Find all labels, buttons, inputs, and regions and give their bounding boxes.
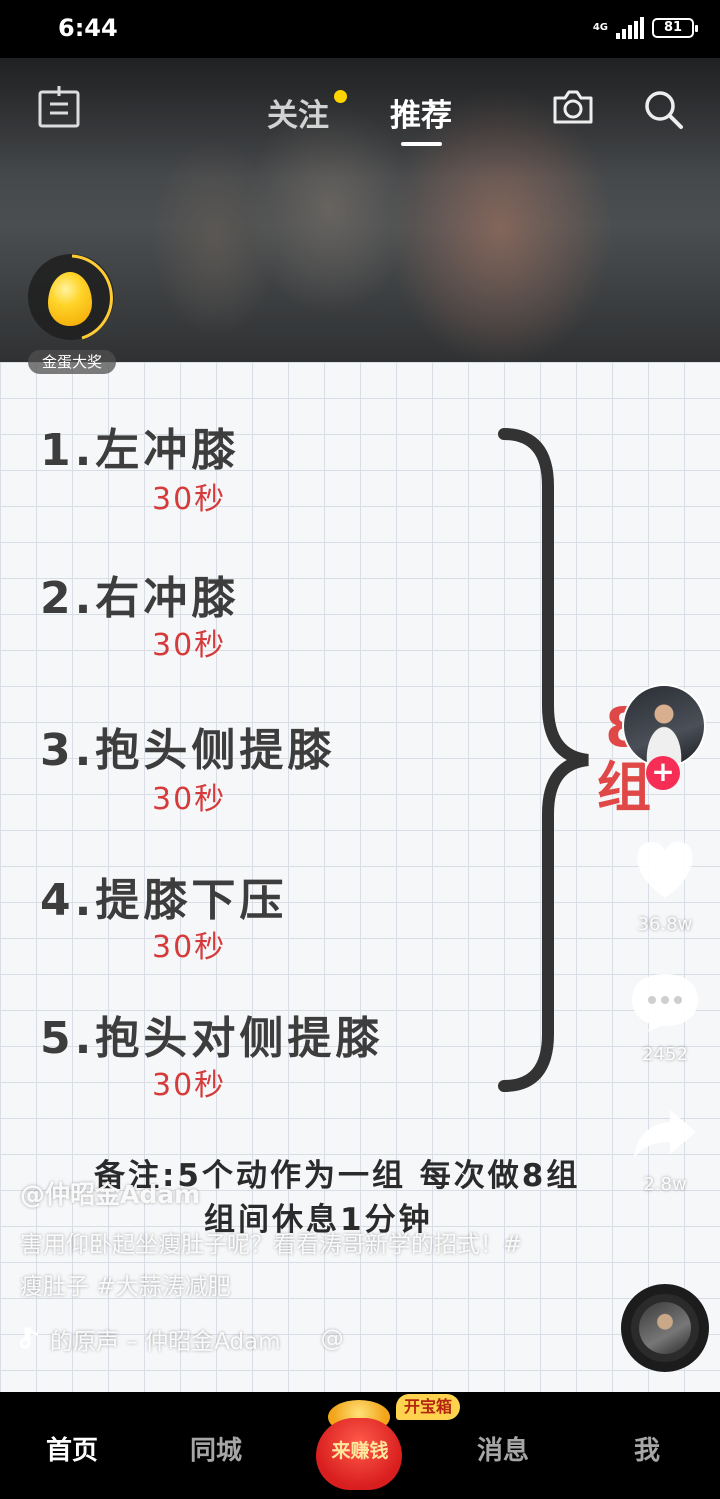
nav-home[interactable]: 首页 [46, 1436, 99, 1466]
earn-money-button[interactable]: 来赚钱 [312, 1398, 408, 1494]
comment-icon[interactable] [610, 968, 720, 1034]
top-nav: 关注 推荐 [0, 86, 720, 146]
share-count: 2.8w [643, 1174, 687, 1195]
status-bar: 6:44 4G 81 [0, 0, 720, 58]
post-caption[interactable]: 害用仰卧起坐瘦肚子呢？看看涛哥新学的招式！#瘦肚子 #大蒜涛减肥 [20, 1232, 523, 1300]
nav-messages[interactable]: 消息 [477, 1436, 530, 1466]
music-info[interactable]: 的原声 – 仲昭金Adam @ [20, 1322, 344, 1356]
active-tab-indicator [401, 142, 442, 146]
egg-progress-ring [71, 254, 113, 340]
notification-dot [334, 90, 347, 103]
video-player[interactable]: 关注 推荐 金蛋大奖 1.左冲膝 30秒 2.右冲膝 30秒 3.抱头侧提膝 3… [0, 58, 720, 1392]
note-line-1: 备注:5个动作为一组 每次做8组 [94, 1158, 581, 1194]
golden-egg-widget[interactable]: 金蛋大奖 [26, 254, 122, 374]
exercise-3-time: 30秒 [152, 782, 227, 817]
comment-count: 2452 [642, 1044, 688, 1065]
grid-background [0, 362, 720, 1392]
tab-recommend[interactable]: 推荐 [390, 98, 452, 134]
music-disc-cover [639, 1302, 691, 1354]
top-shade [0, 58, 720, 178]
battery-icon: 81 [652, 18, 698, 38]
live-icon[interactable] [38, 86, 80, 130]
bottom-nav: 首页 同城 来赚钱 开宝箱 消息 我 [0, 1392, 720, 1499]
creator-avatar[interactable] [622, 684, 706, 768]
battery-level: 81 [663, 20, 683, 35]
signal-icon [616, 17, 644, 39]
like-count: 36.8w [637, 914, 693, 935]
network-label: 4G [592, 22, 608, 33]
exercise-2-time: 30秒 [152, 628, 227, 663]
treasure-chest-badge[interactable]: 开宝箱 [396, 1394, 461, 1420]
search-icon[interactable] [642, 88, 684, 130]
curly-brace [498, 428, 589, 1092]
nav-city[interactable]: 同城 [190, 1436, 243, 1466]
exercise-5-time: 30秒 [152, 1068, 227, 1103]
nav-me[interactable]: 我 [634, 1436, 661, 1466]
share-icon[interactable] [610, 1104, 720, 1164]
exercise-3-title: 3.抱头侧提膝 [40, 725, 336, 776]
like-icon[interactable] [610, 834, 720, 904]
status-time: 6:44 [58, 14, 118, 42]
exercise-4-title: 4.提膝下压 [40, 875, 288, 926]
exercise-5-title: 5.抱头对侧提膝 [40, 1013, 384, 1064]
note-line-2: 组间休息1分钟 [204, 1202, 433, 1238]
music-note-icon [20, 1327, 39, 1349]
music-disc-button[interactable] [621, 1284, 709, 1372]
earn-label: 来赚钱 [331, 1440, 389, 1462]
exercise-4-time: 30秒 [152, 930, 227, 965]
exercise-1-title: 1.左冲膝 [40, 425, 240, 476]
tab-follow[interactable]: 关注 [267, 98, 329, 134]
golden-egg-icon [48, 272, 92, 326]
exercise-1-time: 30秒 [152, 482, 227, 517]
exercise-2-title: 2.右冲膝 [40, 573, 240, 624]
golden-egg-label: 金蛋大奖 [28, 350, 116, 374]
music-title: 的原声 – 仲昭金Adam [50, 1329, 281, 1355]
author-name[interactable]: @仲昭金Adam [20, 1180, 201, 1209]
music-at: @ [320, 1326, 344, 1352]
status-indicators: 4G 81 [592, 17, 698, 39]
video-background-photo [0, 58, 720, 362]
camera-icon[interactable] [551, 88, 595, 126]
red-bag-icon [316, 1418, 402, 1490]
follow-plus-button[interactable]: + [646, 756, 680, 790]
